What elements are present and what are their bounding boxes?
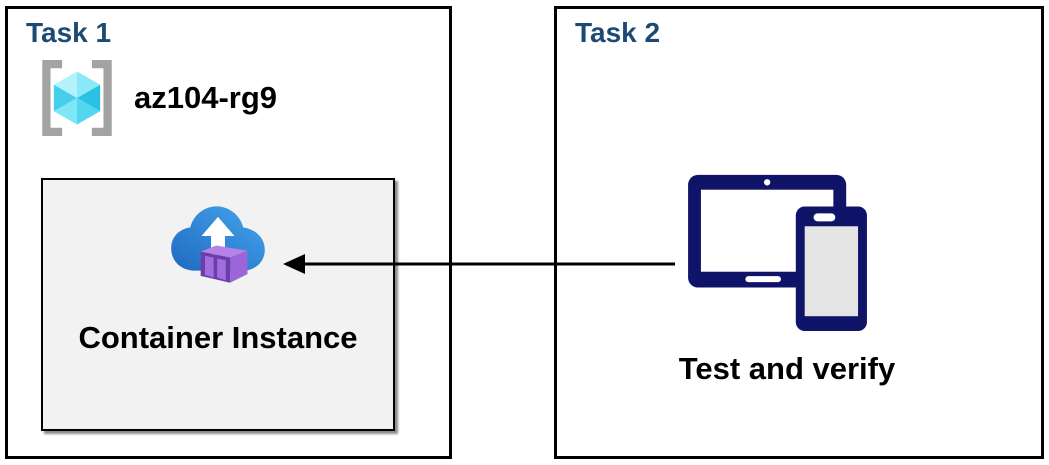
- resource-group-name: az104-rg9: [134, 80, 278, 115]
- task2-box: Task 2 Test and verify: [554, 6, 1044, 459]
- task1-title: Task 1: [26, 17, 112, 48]
- task1-box: Task 1 az104-rg9: [5, 6, 452, 459]
- devices-icon: [685, 165, 873, 333]
- task2-title: Task 2: [575, 17, 661, 48]
- resource-group-icon: [34, 57, 120, 139]
- container-instance-icon: [166, 190, 270, 308]
- container-instance-box: Container Instance: [41, 178, 395, 431]
- flow-arrow: [278, 248, 682, 280]
- test-and-verify-label: Test and verify: [678, 351, 896, 386]
- resource-group: az104-rg9: [34, 57, 277, 139]
- container-instance-label: Container Instance: [78, 320, 358, 355]
